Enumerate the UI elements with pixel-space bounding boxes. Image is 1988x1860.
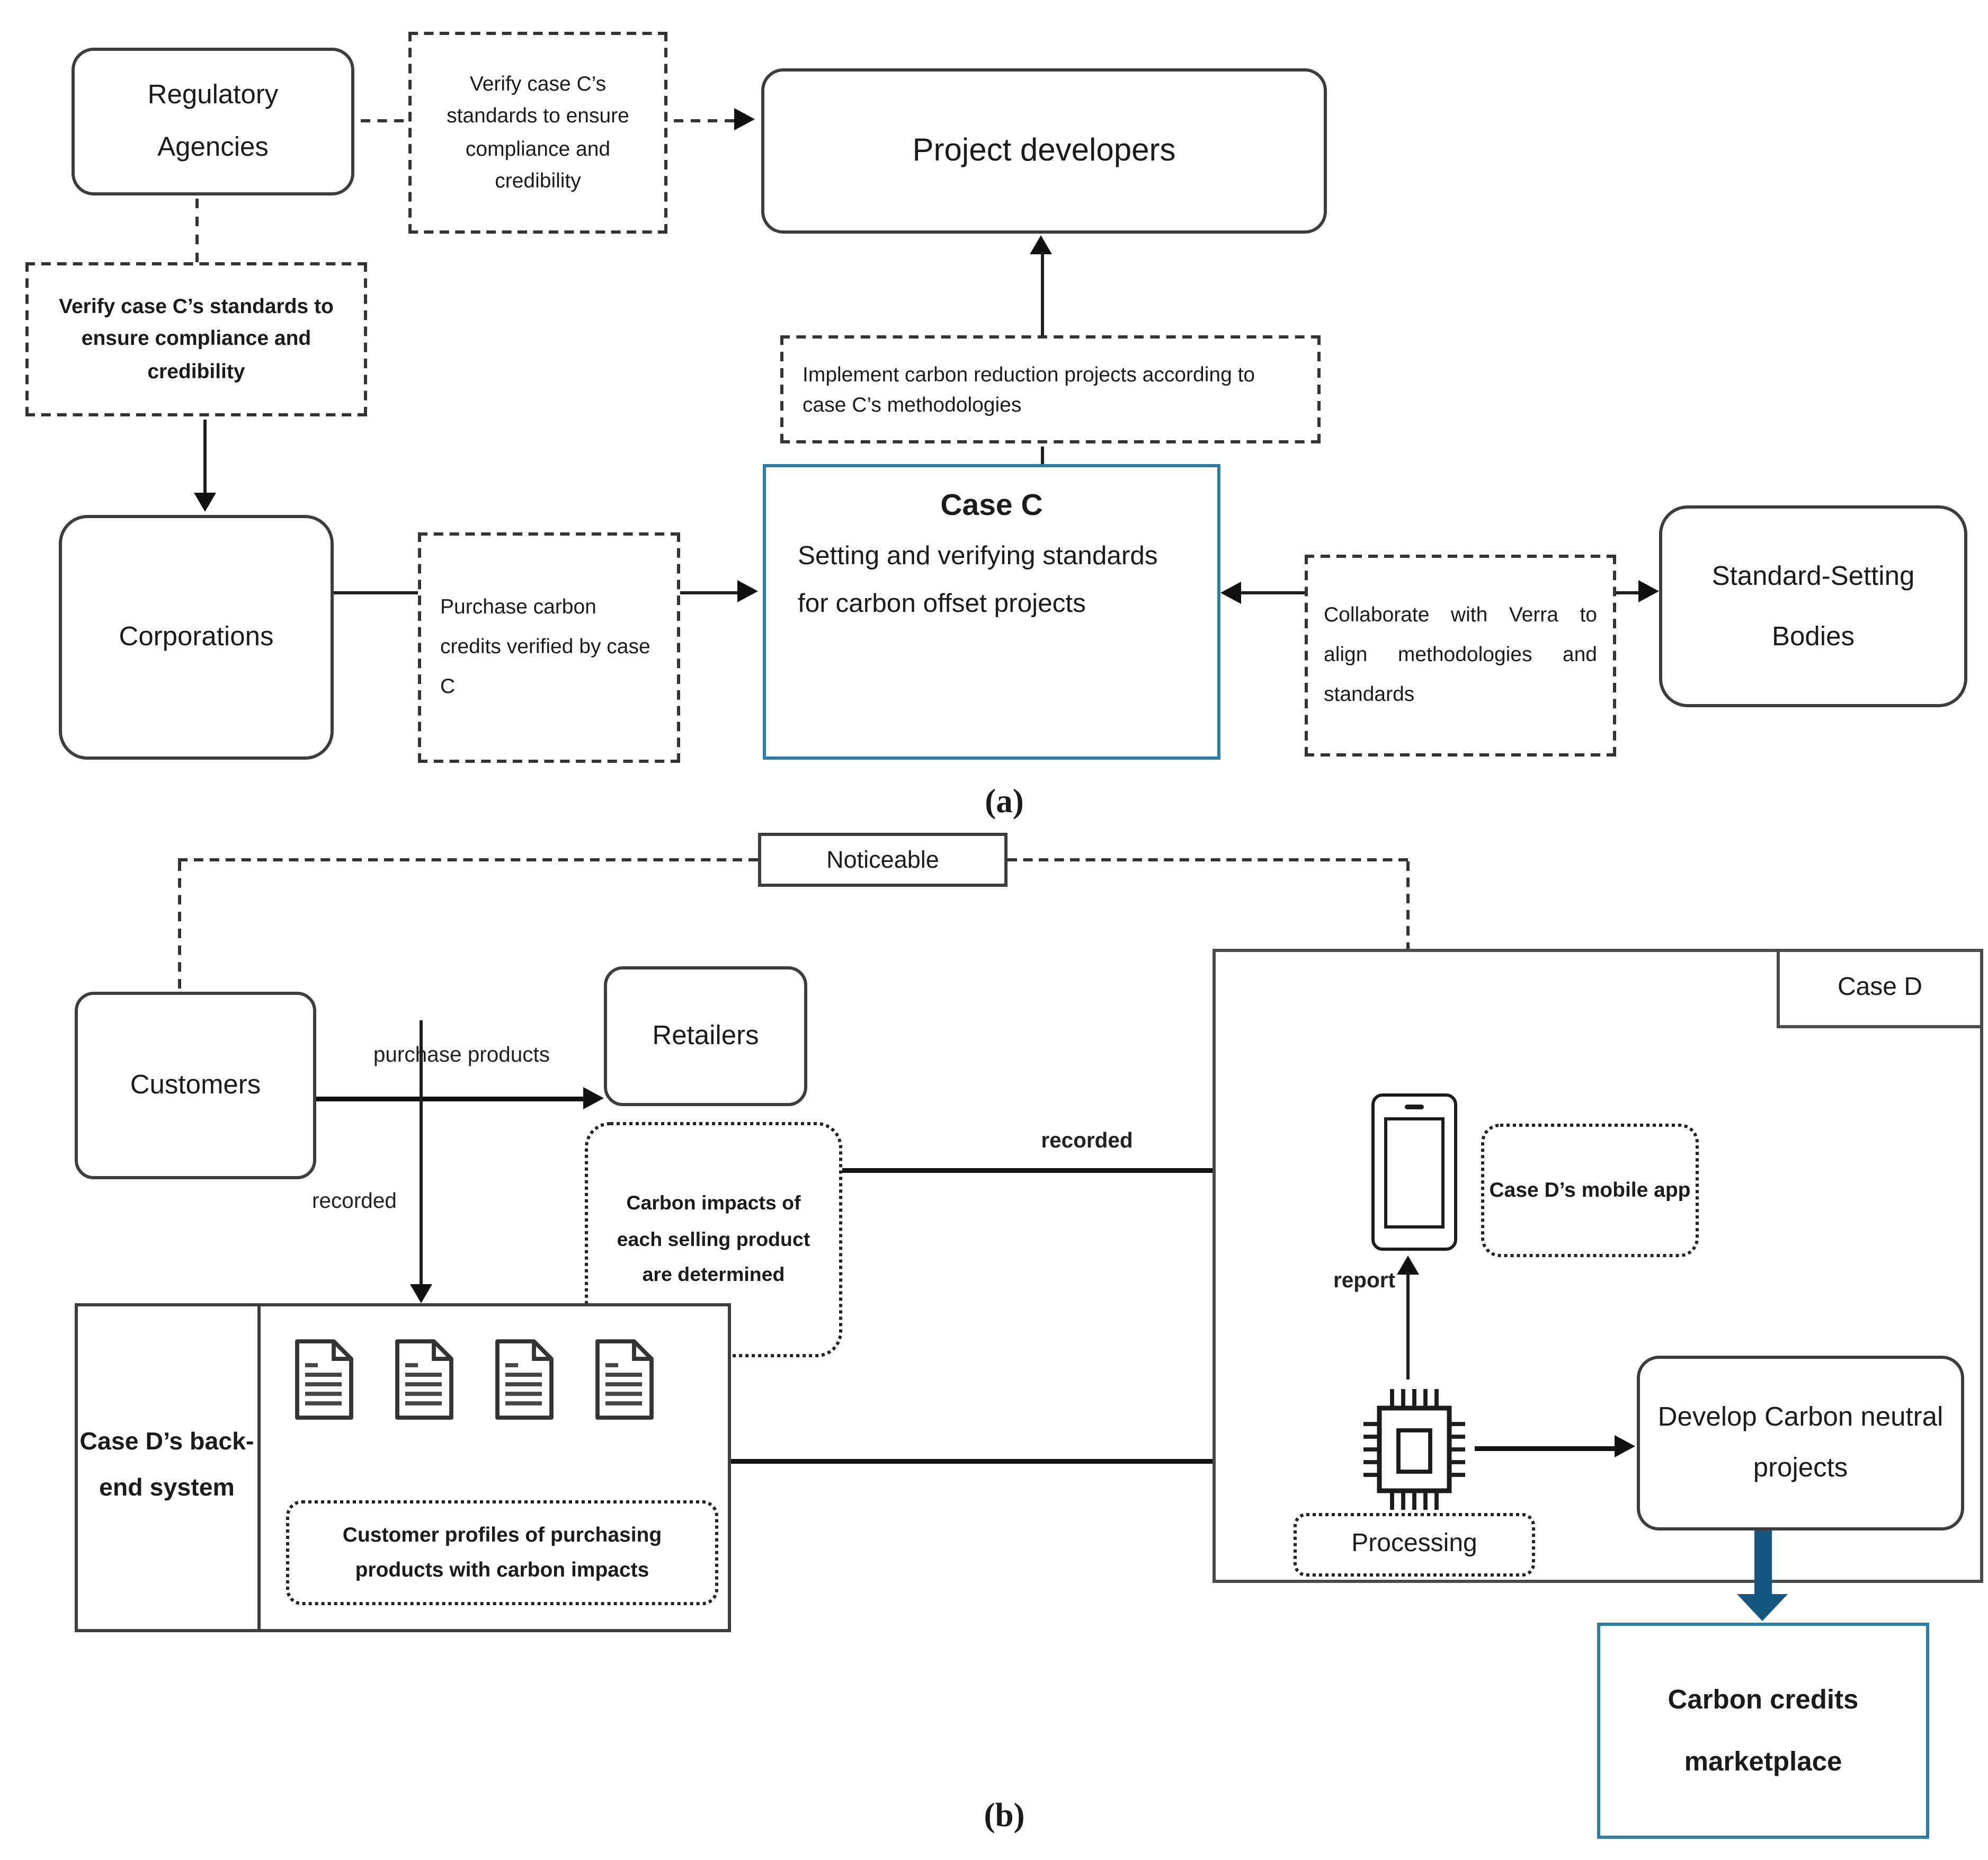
node-noticeable: Noticeable (758, 833, 1008, 887)
connector-solid (1241, 591, 1305, 594)
backend-divider (257, 1303, 261, 1632)
node-label: Project developers (912, 132, 1176, 168)
connector-dashed (1008, 858, 1408, 861)
node-label: Retailers (652, 1020, 759, 1051)
note-text: Processing (1351, 1530, 1477, 1558)
chip-icon (1363, 1389, 1465, 1510)
note-text: Case D’s mobile app (1489, 1177, 1691, 1201)
edge-label-purchase-products: purchase products (373, 1043, 550, 1066)
connector-solid (842, 1168, 1348, 1173)
node-standard-setting-bodies: Standard-Setting Bodies (1659, 505, 1967, 707)
smartphone-icon (1371, 1093, 1457, 1251)
node-label: Customers (130, 1070, 261, 1100)
note-text: Purchase carbon credits verified by case… (440, 595, 650, 698)
arrowhead-right-icon (583, 1087, 604, 1109)
figure-label-b: (b) (984, 1796, 1025, 1834)
node-case-c: Case C Setting and verifying standards f… (763, 464, 1220, 760)
node-marketplace: Carbon credits marketplace (1597, 1623, 1929, 1839)
node-label: Regulatory Agencies (147, 79, 279, 162)
node-label: Case D’s back-end system (79, 1428, 254, 1502)
node-label: Standard-Setting Bodies (1711, 561, 1915, 651)
node-develop-projects: Develop Carbon neutral projects (1637, 1356, 1964, 1530)
node-regulatory-agencies: Regulatory Agencies (72, 48, 354, 195)
node-label: Noticeable (826, 846, 939, 874)
note-mobile-app: Case D’s mobile app (1481, 1124, 1699, 1257)
arrowhead-right-icon (1615, 1435, 1635, 1457)
arrowhead-right-icon (737, 580, 758, 602)
connector-solid (1041, 447, 1044, 464)
arrowhead-down-icon (410, 1284, 432, 1303)
note-verify-standards-left: Verify case C’s standards to ensure comp… (25, 262, 367, 416)
note-processing: Processing (1294, 1513, 1535, 1577)
connector-solid (731, 1459, 1351, 1464)
blue-arrow-shaft (1754, 1530, 1772, 1594)
connector-dashed (674, 119, 734, 122)
note-collaborate-verra: Collaborate with Verra to align methodol… (1305, 555, 1616, 757)
node-customers: Customers (75, 992, 316, 1179)
edge-label-recorded-customers: recorded (312, 1189, 397, 1213)
note-verify-standards-top: Verify case C’s standards to ensure comp… (408, 32, 667, 234)
connector-dashed (178, 858, 758, 861)
note-text: Implement carbon reduction projects acco… (803, 361, 1255, 417)
arrowhead-right-icon (734, 108, 755, 130)
connector-solid (1041, 251, 1044, 335)
connector-solid (1616, 591, 1642, 594)
node-label: Develop Carbon neutral projects (1657, 1401, 1944, 1483)
connector-solid (680, 591, 741, 594)
node-corporations: Corporations (59, 515, 334, 760)
note-purchase-credits: Purchase carbon credits verified by case… (418, 532, 680, 763)
document-icon (595, 1339, 654, 1420)
note-text: Collaborate with Verra to align methodol… (1324, 603, 1597, 706)
connector-solid (316, 1097, 586, 1101)
case-c-title: Case C (940, 490, 1043, 523)
blue-arrowhead-down-icon (1737, 1594, 1788, 1621)
node-label: Corporations (119, 621, 274, 652)
connector-dashed (195, 199, 199, 262)
connector-solid (203, 420, 207, 493)
arrowhead-left-icon (1220, 582, 1241, 604)
note-text: Carbon impacts of each selling product a… (617, 1192, 810, 1286)
connector-dashed (361, 119, 404, 122)
arrowhead-down-icon (194, 493, 216, 512)
node-case-d-label: Case D (1777, 949, 1983, 1028)
document-icon (395, 1339, 453, 1420)
connector-solid (334, 591, 418, 594)
node-retailers: Retailers (604, 966, 807, 1106)
note-text: Verify case C’s standards to ensure comp… (59, 294, 334, 382)
node-label: Carbon credits marketplace (1668, 1684, 1859, 1777)
note-text: Verify case C’s standards to ensure comp… (447, 72, 629, 192)
phone-screen (1384, 1117, 1445, 1229)
note-customer-profiles: Customer profiles of purchasing products… (286, 1500, 718, 1605)
edge-label-report: report (1333, 1268, 1395, 1292)
figure-label-a: (a) (985, 782, 1024, 820)
note-implement-projects: Implement carbon reduction projects acco… (780, 335, 1321, 443)
node-project-developers: Project developers (761, 68, 1327, 234)
arrowhead-right-icon (1638, 580, 1659, 602)
node-label: Case D (1837, 974, 1923, 1001)
case-c-body: Setting and verifying standards for carb… (798, 542, 1158, 618)
document-icon (495, 1339, 554, 1420)
connector-solid (1475, 1446, 1615, 1451)
phone-speaker (1405, 1105, 1424, 1109)
connector-solid (1406, 1271, 1410, 1380)
note-text: Customer profiles of purchasing products… (342, 1522, 662, 1581)
connector-solid (420, 1020, 423, 1284)
document-icon (295, 1339, 353, 1420)
backend-title: Case D’s back-end system (75, 1370, 259, 1561)
edge-label-recorded-retailers: recorded (1041, 1128, 1133, 1152)
connector-dashed (178, 861, 181, 989)
